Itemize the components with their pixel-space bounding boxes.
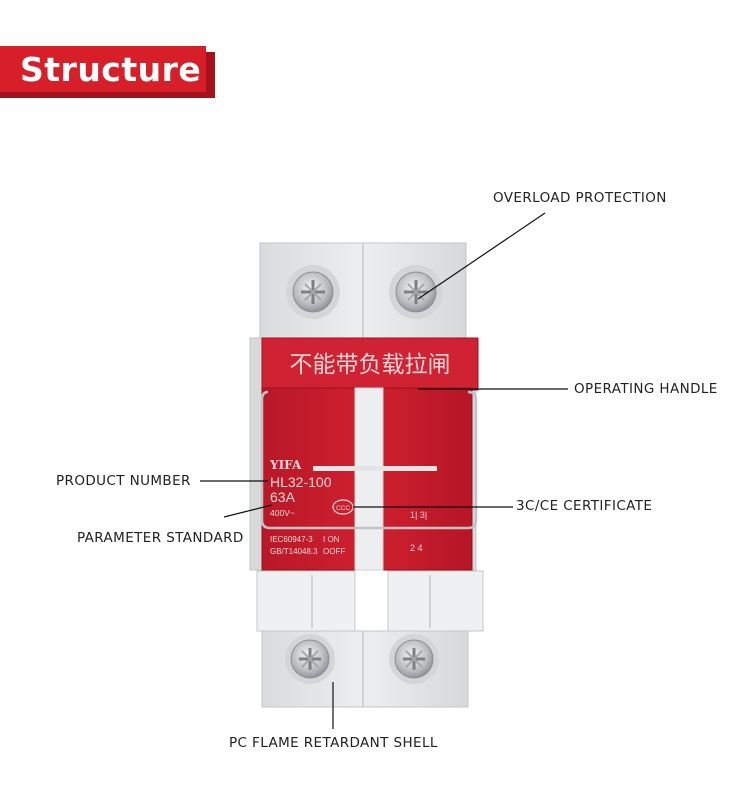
- label-pc-shell: PC FLAME RETARDANT SHELL: [229, 735, 438, 751]
- on-text: I ON: [323, 535, 340, 544]
- label-product-number: PRODUCT NUMBER: [56, 473, 191, 489]
- off-text: OOFF: [323, 547, 345, 556]
- standard-text-1: IEC60947-3: [270, 535, 313, 544]
- operating-handle: [261, 337, 479, 391]
- bottom-right-screw-icon: [389, 634, 439, 684]
- model-text: HL32-100: [270, 474, 332, 490]
- left-toggle: [256, 570, 356, 632]
- top-left-screw-icon: [286, 265, 340, 319]
- label-operating-handle: OPERATING HANDLE: [574, 381, 718, 397]
- label-overload-protection: OVERLOAD PROTECTION: [493, 190, 667, 206]
- label-parameter-standard: PARAMETER STANDARD: [77, 530, 244, 546]
- voltage-text: 400V~: [270, 508, 295, 518]
- chinese-warning-text: 不能带负载拉闸: [290, 352, 451, 378]
- right-toggle: [387, 570, 484, 632]
- bottom-left-screw-icon: [285, 634, 335, 684]
- page-title: Structure: [20, 49, 202, 89]
- label-certificate: 3C/CE CERTIFICATE: [516, 498, 653, 514]
- cert-mark-text: CCC: [336, 505, 350, 512]
- terminal-bottom-text: 2 4: [410, 543, 423, 553]
- standard-text-2: GB/T14048.3: [270, 547, 318, 556]
- current-text: 63A: [270, 489, 296, 505]
- leader-overload: [417, 212, 546, 300]
- brand-text: YIFA: [269, 458, 302, 472]
- terminal-top-text: 1| 3|: [410, 510, 427, 520]
- title-banner: Structure: [0, 46, 206, 92]
- leader-parameter: [223, 504, 273, 518]
- top-right-screw-icon: [389, 265, 443, 319]
